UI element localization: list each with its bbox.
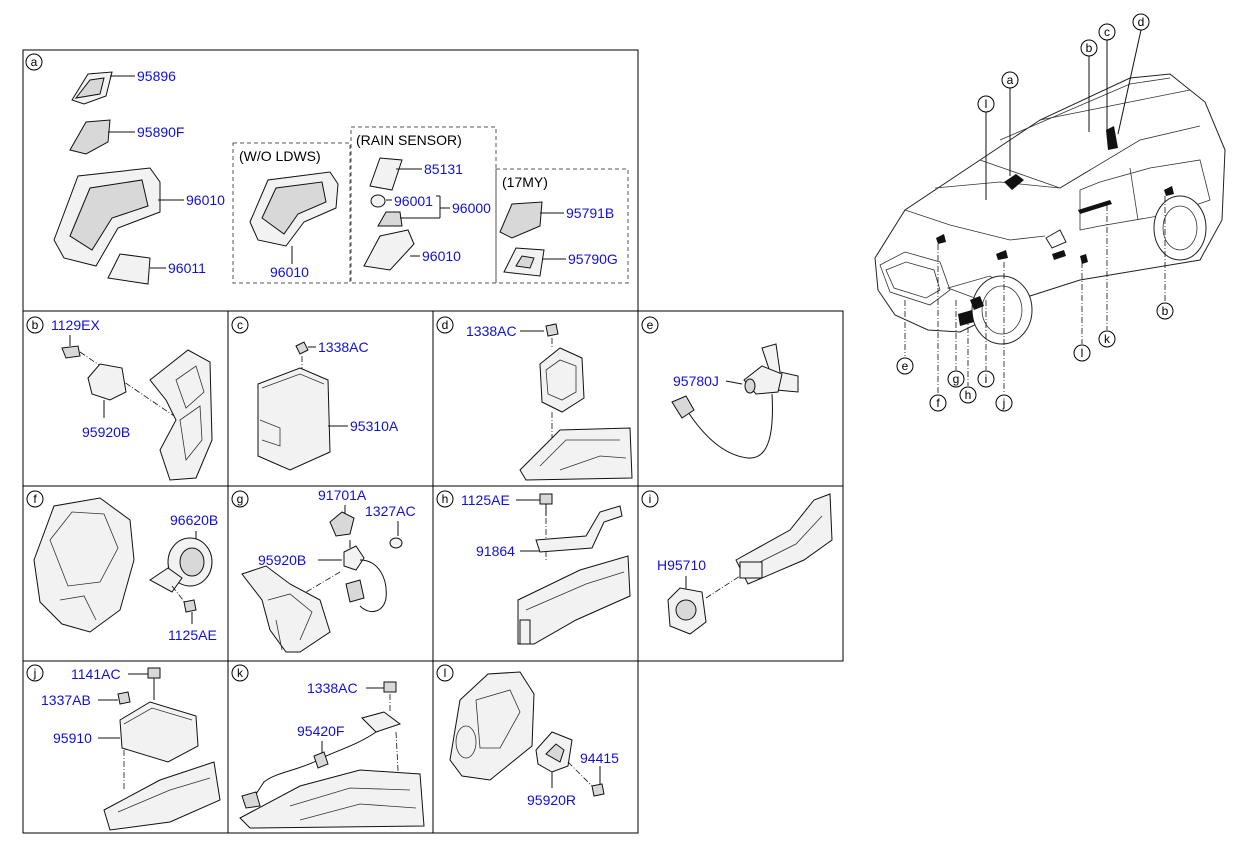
part-95780J[interactable]: 95780J — [673, 373, 719, 389]
panel-d-letter: d — [442, 318, 449, 332]
panel-a: a 95896 95890F 96010 96011 — [22, 49, 639, 312]
panel-l: l 94415 95920R — [432, 660, 639, 834]
panel-a-letter: a — [31, 55, 38, 69]
part-96010[interactable]: 96010 — [186, 192, 225, 208]
part-94415[interactable]: 94415 — [580, 750, 619, 766]
panel-g: g 91701A 1327AC 95920B — [227, 485, 434, 662]
part-95920B-g[interactable]: 95920B — [258, 552, 306, 568]
part-1327AC[interactable]: 1327AC — [365, 503, 416, 519]
panel-j-letter: j — [33, 666, 37, 680]
part-95791B[interactable]: 95791B — [566, 205, 614, 221]
part-1125AE-h[interactable]: 1125AE — [461, 492, 510, 508]
sub-box-rain-sensor: (RAIN SENSOR) 85131 96001 96000 96010 — [350, 126, 497, 284]
callout-h[interactable]: h — [965, 388, 972, 402]
part-96620B[interactable]: 96620B — [170, 512, 218, 528]
callout-l-top[interactable]: l — [985, 97, 988, 111]
part-91701A[interactable]: 91701A — [318, 487, 367, 503]
panel-k: k 1338AC 95420F — [227, 660, 434, 834]
part-95920R[interactable]: 95920R — [527, 792, 576, 808]
part-1141AC[interactable]: 1141AC — [71, 666, 121, 682]
part-96011[interactable]: 96011 — [168, 260, 206, 276]
panel-e: e 95780J — [637, 310, 844, 487]
part-1125AE-f[interactable]: 1125AE — [168, 627, 217, 643]
part-1338AC-c[interactable]: 1338AC — [318, 339, 369, 355]
part-1129EX[interactable]: 1129EX — [51, 317, 100, 333]
17my-title: (17MY) — [502, 174, 548, 190]
part-96000[interactable]: 96000 — [452, 200, 491, 216]
callout-a[interactable]: a — [1007, 73, 1014, 87]
part-95790G[interactable]: 95790G — [568, 251, 618, 267]
part-1338AC-k[interactable]: 1338AC — [307, 680, 358, 696]
callout-b-right[interactable]: b — [1162, 304, 1169, 318]
part-95920B-b[interactable]: 95920B — [82, 424, 130, 440]
part-1338AC-d[interactable]: 1338AC — [466, 323, 517, 339]
part-85131[interactable]: 85131 — [424, 161, 463, 177]
sub-box-wo-ldws: (W/O LDWS) 96010 — [232, 142, 351, 284]
callout-d[interactable]: d — [1138, 15, 1145, 29]
panel-i: i H95710 — [637, 485, 844, 662]
panel-h-letter: h — [442, 492, 449, 506]
rain-sensor-title: (RAIN SENSOR) — [356, 132, 462, 148]
panel-c: c 1338AC 95310A — [227, 310, 434, 487]
panel-b-letter: b — [32, 318, 39, 332]
panel-l-letter: l — [444, 666, 447, 680]
callout-i[interactable]: i — [985, 372, 988, 386]
panel-k-letter: k — [237, 666, 244, 680]
part-96010-wo-ldws[interactable]: 96010 — [270, 264, 309, 280]
panel-b: b 1129EX 95920B — [22, 310, 229, 487]
part-91864[interactable]: 91864 — [476, 543, 515, 559]
part-96010-rain[interactable]: 96010 — [422, 248, 461, 264]
part-95890F[interactable]: 95890F — [137, 124, 184, 140]
sub-box-17my: (17MY) 95791B 95790G — [495, 168, 629, 284]
panel-f-letter: f — [33, 492, 37, 506]
part-95896[interactable]: 95896 — [137, 68, 176, 84]
callout-e[interactable]: e — [902, 359, 909, 373]
panel-e-letter: e — [647, 318, 654, 332]
part-95310A[interactable]: 95310A — [350, 418, 399, 434]
part-95910[interactable]: 95910 — [53, 730, 92, 746]
part-95420F[interactable]: 95420F — [297, 723, 344, 739]
callout-c[interactable]: c — [1104, 25, 1110, 39]
panel-c-letter: c — [237, 318, 243, 332]
panel-f: f 96620B 1125AE — [22, 485, 229, 662]
vehicle-overview: a b c d l b k l j i h g f e — [874, 13, 1226, 412]
callout-f[interactable]: f — [936, 396, 940, 410]
wo-ldws-title: (W/O LDWS) — [239, 148, 321, 164]
panel-d: d 1338AC — [432, 310, 639, 487]
callout-b-top[interactable]: b — [1086, 41, 1093, 55]
vehicle-callouts: a b c d l b k l j i h g f e — [896, 13, 1174, 412]
panel-j: j 1141AC 1337AB 95910 — [22, 660, 229, 834]
part-96001[interactable]: 96001 — [394, 193, 433, 209]
callout-k[interactable]: k — [1104, 332, 1111, 346]
callout-g[interactable]: g — [953, 372, 960, 386]
panel-g-letter: g — [237, 492, 244, 506]
panel-i-letter: i — [649, 492, 652, 506]
callout-l-bottom[interactable]: l — [1081, 346, 1084, 360]
part-H95710[interactable]: H95710 — [657, 557, 706, 573]
callout-j[interactable]: j — [1002, 396, 1006, 410]
part-1337AB[interactable]: 1337AB — [41, 692, 91, 708]
panel-h: h 1125AE 91864 — [432, 485, 639, 662]
